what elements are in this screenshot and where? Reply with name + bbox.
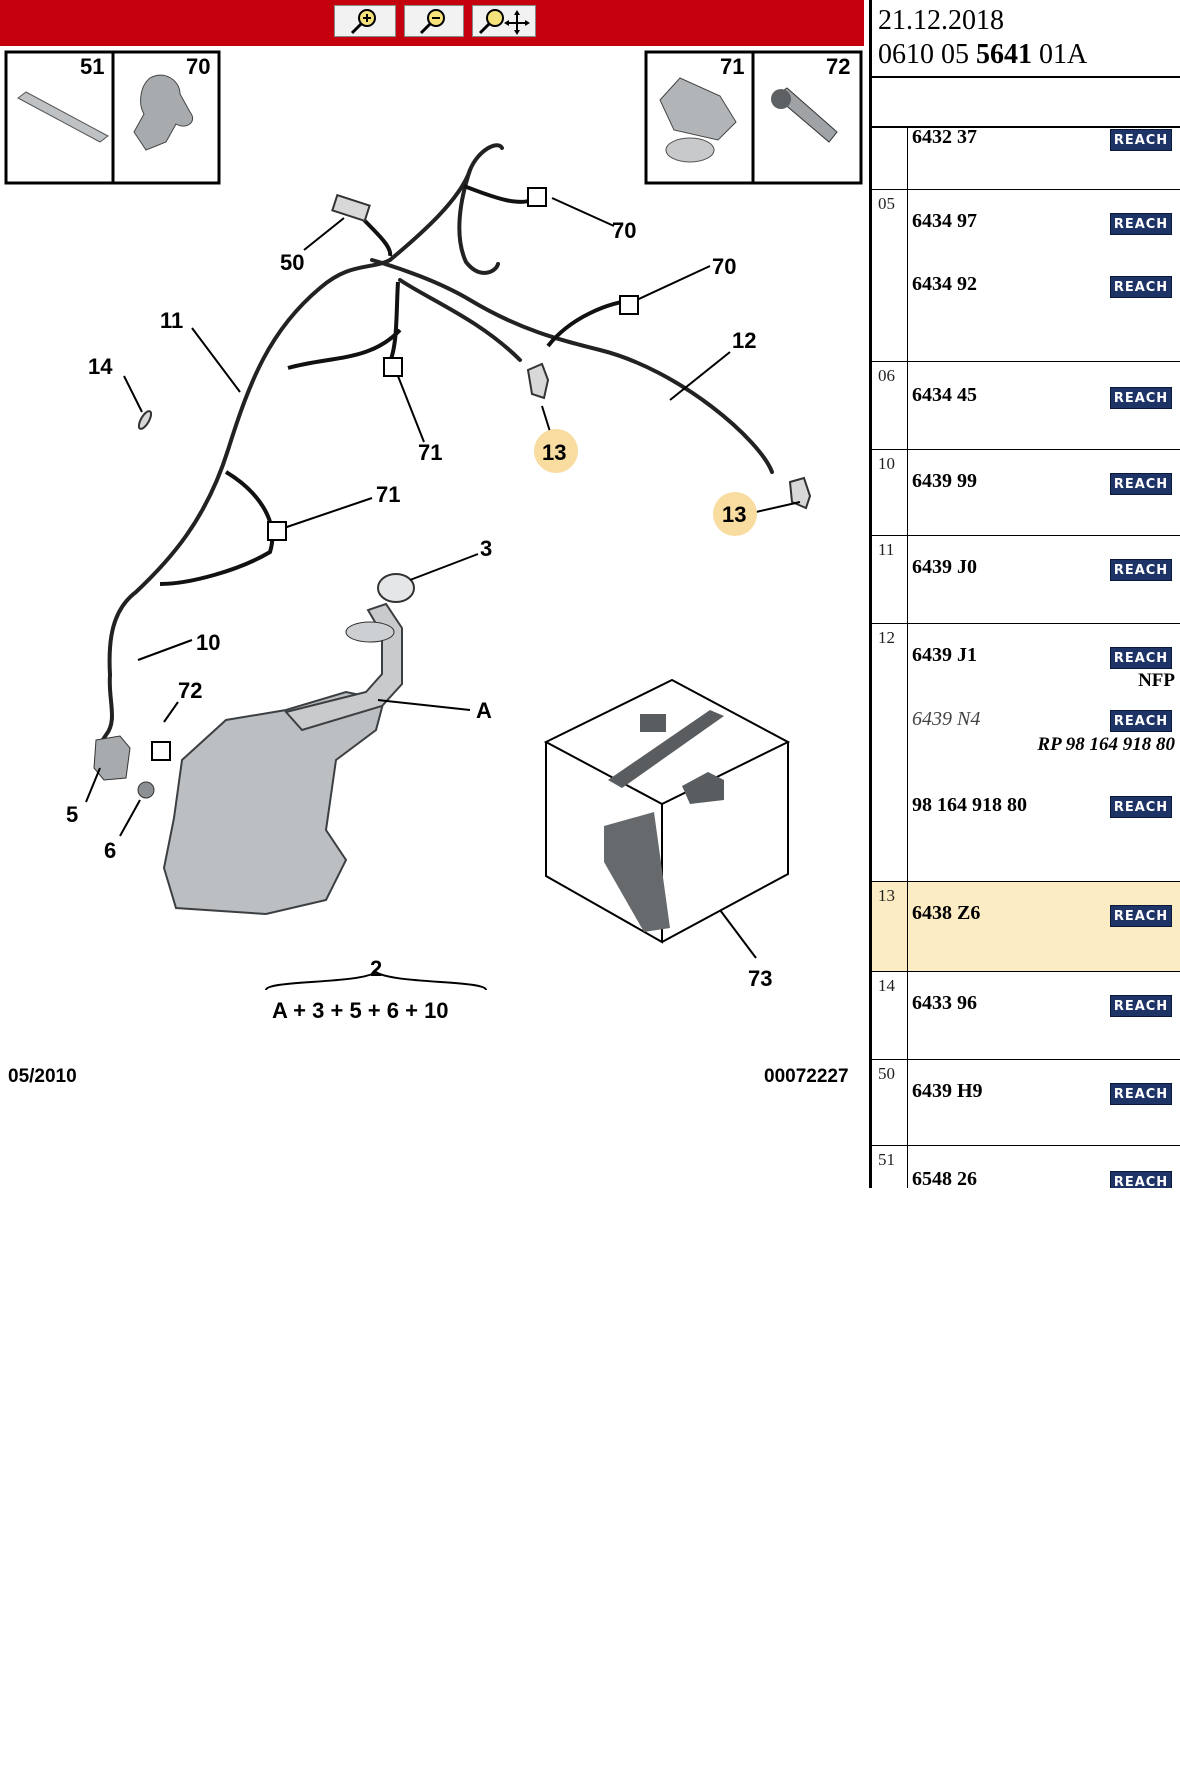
panel-header: 21.12.2018 0610 05 5641 01A [872, 0, 1180, 78]
part-number[interactable]: 6432 37 [912, 126, 977, 148]
part-number[interactable]: 6434 92 [912, 273, 977, 295]
part-number[interactable]: 6438 Z6 [912, 902, 981, 924]
part-row[interactable]: 14 6433 96 REACH [872, 972, 1180, 1060]
callout-13-b[interactable]: 13 [722, 502, 746, 527]
washer-tank [93, 573, 415, 916]
part-number[interactable]: 6548 26 [912, 1168, 977, 1188]
row-index: 50 [872, 1060, 908, 1145]
part-row[interactable]: 6432 37 REACH [872, 126, 1180, 190]
callout-10[interactable]: 10 [196, 630, 220, 655]
reach-badge[interactable]: REACH [1110, 1083, 1172, 1105]
part-row[interactable]: 10 6439 99 REACH [872, 450, 1180, 536]
reach-badge[interactable]: REACH [1110, 647, 1172, 669]
date-code: 05/2010 [8, 1066, 77, 1087]
foam-pads-box [543, 678, 791, 944]
clip-arcs [159, 184, 637, 586]
row-index: 05 [872, 190, 908, 361]
magnifier-plus-icon [350, 9, 376, 35]
part-row[interactable]: 12 6439 J1 REACH NFP 6439 N4 REACH RP 98… [872, 624, 1180, 882]
magnifier-move-icon [478, 9, 530, 35]
callout-50[interactable]: 50 [280, 250, 304, 275]
callout-2[interactable]: 2 [370, 956, 382, 981]
clip-markers [267, 187, 639, 541]
reach-badge[interactable]: REACH [1110, 796, 1172, 818]
nfp-note: NFP [1138, 670, 1175, 691]
inset-51-70 [4, 50, 221, 185]
zoom-out-button[interactable] [404, 5, 464, 37]
callout-11[interactable]: 11 [160, 308, 183, 333]
row-index: 10 [872, 450, 908, 535]
row-index: 14 [872, 972, 908, 1059]
magnifier-minus-icon [419, 9, 445, 35]
replacement-note: RP 98 164 918 80 [1037, 734, 1175, 755]
part-row[interactable]: 06 6434 45 REACH [872, 362, 1180, 450]
header-date: 21.12.2018 [878, 5, 1004, 36]
part-number[interactable]: 6434 45 [912, 384, 977, 406]
row-index [872, 128, 908, 189]
callout-71-inset[interactable]: 71 [720, 54, 744, 79]
row-index: 13 [872, 882, 908, 971]
callout-70-inset[interactable]: 70 [186, 54, 210, 79]
highlight-13b [713, 492, 757, 536]
reach-badge[interactable]: REACH [1110, 276, 1172, 298]
callout-70-a[interactable]: 70 [612, 218, 636, 243]
reach-badge[interactable]: REACH [1110, 1171, 1172, 1188]
parts-panel: 21.12.2018 0610 05 5641 01A 6432 37 REAC… [869, 0, 1180, 1188]
callout-70-b[interactable]: 70 [712, 254, 736, 279]
toolbar [0, 0, 864, 46]
part-row[interactable]: 11 6439 J0 REACH [872, 536, 1180, 624]
parts-diagram: 51 70 71 72 50 70 70 11 12 14 71 13 71 1… [0, 46, 864, 1186]
callout-a[interactable]: A [476, 698, 492, 723]
part-row[interactable]: 05 6434 97 REACH 6434 92 REACH [872, 190, 1180, 362]
reach-badge[interactable]: REACH [1110, 905, 1172, 927]
parts-diagram-drawing: 51 70 71 72 50 70 70 11 12 14 71 13 71 1… [4, 50, 863, 1087]
row-index: 51 [872, 1146, 908, 1188]
part-number[interactable]: 6439 J0 [912, 556, 977, 578]
part-number[interactable]: 6439 J1 [912, 644, 977, 666]
reach-badge[interactable]: REACH [1110, 473, 1172, 495]
header-reference: 0610 05 5641 01A [878, 39, 1088, 70]
callout-14[interactable]: 14 [88, 354, 113, 379]
callout-12[interactable]: 12 [732, 328, 756, 353]
zoom-in-button[interactable] [334, 5, 396, 37]
reach-badge[interactable]: REACH [1110, 213, 1172, 235]
callout-3[interactable]: 3 [480, 536, 492, 561]
callout-72-inset[interactable]: 72 [826, 54, 850, 79]
part-number[interactable]: 6433 96 [912, 992, 977, 1014]
part-number-superseded[interactable]: 6439 N4 [912, 708, 981, 730]
part-row[interactable]: 51 6548 26 REACH [872, 1146, 1180, 1188]
part-number[interactable]: 6439 H9 [912, 1080, 983, 1102]
part-row[interactable]: 50 6439 H9 REACH [872, 1060, 1180, 1146]
reach-badge[interactable]: REACH [1110, 559, 1172, 581]
callout-72[interactable]: 72 [178, 678, 202, 703]
callout-71-b[interactable]: 71 [376, 482, 400, 507]
callout-13-a[interactable]: 13 [542, 440, 566, 465]
part-number[interactable]: 6434 97 [912, 210, 977, 232]
part-number[interactable]: 98 164 918 80 [912, 794, 1027, 816]
image-code: 00072227 [764, 1066, 849, 1087]
reach-badge[interactable]: REACH [1110, 995, 1172, 1017]
group-brace [265, 970, 487, 991]
leader-lines [85, 197, 801, 959]
reach-badge[interactable]: REACH [1110, 129, 1172, 151]
reach-badge[interactable]: REACH [1110, 387, 1172, 409]
highlight-13a [534, 429, 578, 473]
callout-51[interactable]: 51 [80, 54, 104, 79]
inset-71-72 [644, 50, 863, 185]
pan-button[interactable] [472, 5, 536, 37]
callout-6[interactable]: 6 [104, 838, 116, 863]
row-index: 06 [872, 362, 908, 449]
reach-badge[interactable]: REACH [1110, 710, 1172, 732]
nozzle-tips [137, 193, 812, 510]
callout-71-a[interactable]: 71 [418, 440, 442, 465]
panel-subheader [872, 78, 1180, 128]
row-index: 11 [872, 536, 908, 623]
group-formula: A + 3 + 5 + 6 + 10 [272, 998, 449, 1023]
row-index: 12 [872, 624, 908, 881]
callout-5[interactable]: 5 [66, 802, 78, 827]
part-row-selected[interactable]: 13 6438 Z6 REACH [872, 882, 1180, 972]
callout-73[interactable]: 73 [748, 966, 772, 991]
part-number[interactable]: 6439 99 [912, 470, 977, 492]
